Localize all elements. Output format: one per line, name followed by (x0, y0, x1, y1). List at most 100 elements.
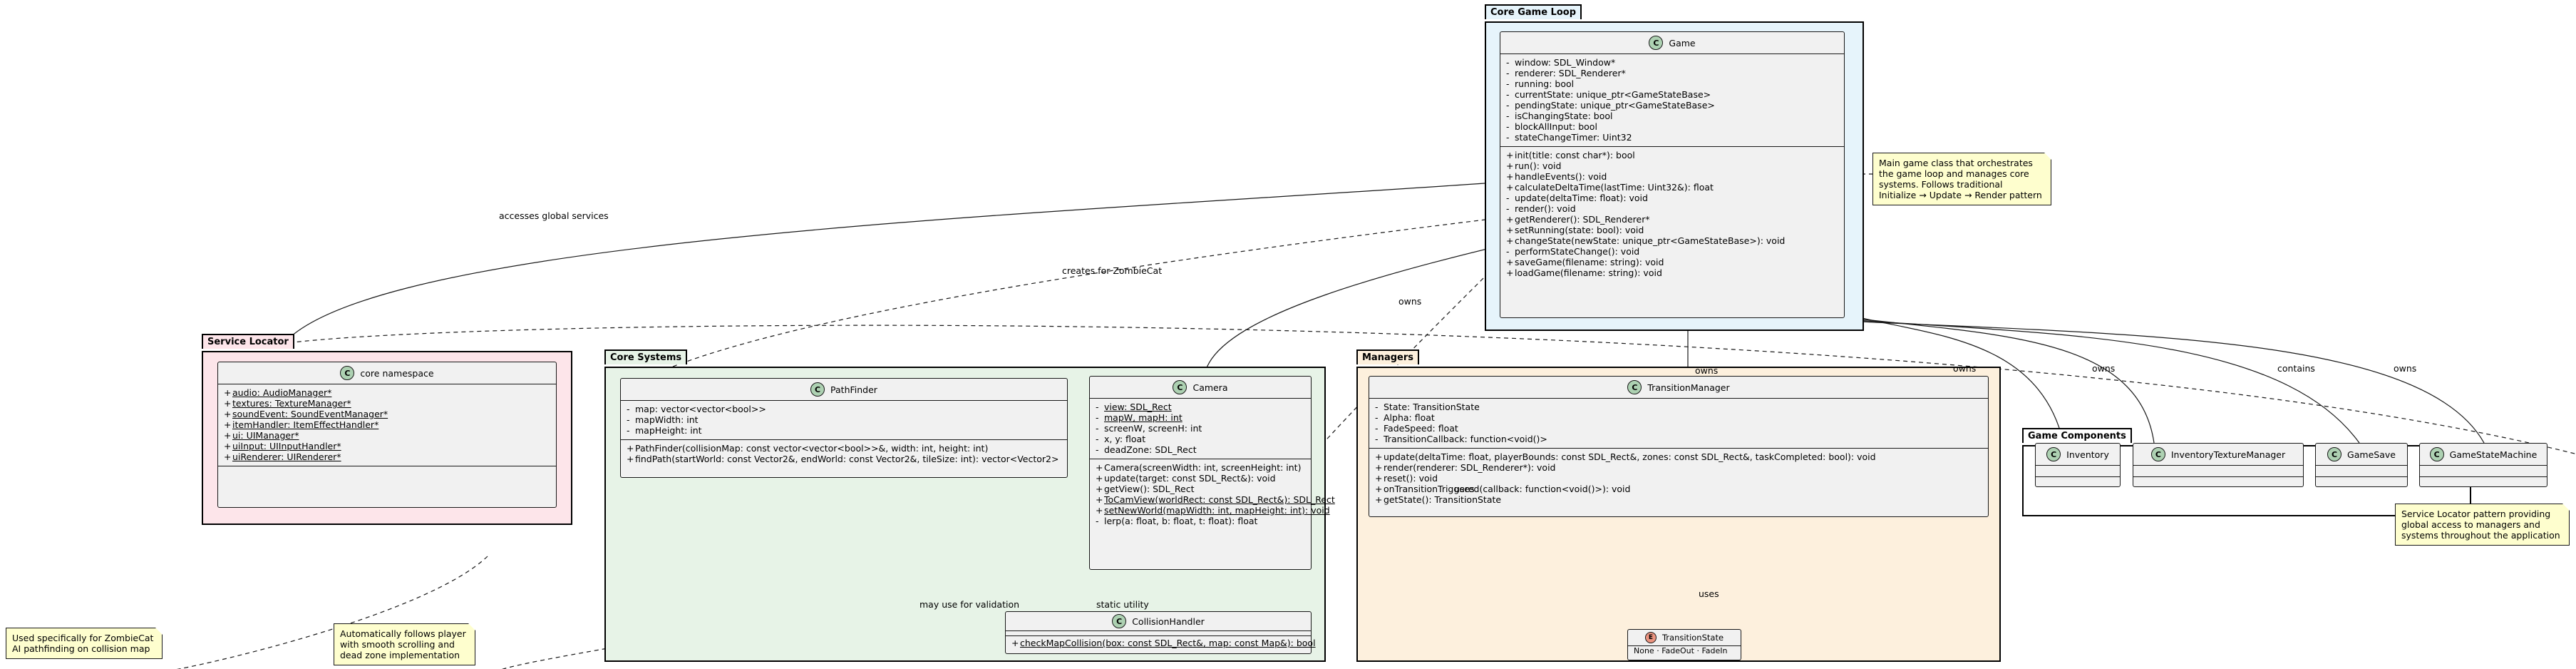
field: +itemHandler: ItemEffectHandler* (224, 419, 379, 430)
field: -window: SDL_Window* (1506, 57, 1616, 68)
method: +PathFinder(collisionMap: const vector<v… (627, 443, 989, 454)
method: +Camera(screenWidth: int, screenHeight: … (1096, 462, 1302, 473)
package-tab-managers: Managers (1356, 349, 1420, 364)
class-icon: C (2046, 447, 2061, 461)
fields-section: -view: SDL_Rect -mapW, mapH: int -screen… (1090, 398, 1311, 459)
label-uses-state: uses (1699, 588, 1719, 599)
label-static-utility: static utility (1096, 599, 1149, 610)
method: +handleEvents(): void (1506, 171, 1607, 182)
field: -mapWidth: int (627, 414, 699, 425)
field: -Alpha: float (1375, 412, 1435, 423)
collision-handler-class[interactable]: C CollisionHandler +checkMapCollision(bo… (1005, 611, 1316, 654)
methods-section: +Camera(screenWidth: int, screenHeight: … (1090, 459, 1335, 530)
label-owns-gamestatemachine: owns (2394, 363, 2417, 374)
method: +loadGame(filename: string): void (1506, 267, 1662, 278)
enum-name: TransitionState (1661, 632, 1724, 643)
method: +saveGame(filename: string): void (1506, 257, 1664, 267)
field: -isChangingState: bool (1506, 111, 1613, 121)
edge-owns-gamestatemachine (1845, 320, 2485, 444)
label-owns-transition: owns (1695, 365, 1719, 376)
methods-section: +update(deltaTime: float, playerBounds: … (1369, 448, 1988, 509)
class-header: C core namespace (218, 362, 556, 384)
method: +init(title: const char*): bool (1506, 150, 1635, 160)
fields-section (2316, 465, 2407, 476)
method: +setRunning(state: bool): void (1506, 225, 1644, 235)
method: +reset(): void (1375, 473, 1438, 484)
label-may-use-validation: may use for validation (919, 599, 1020, 610)
field: -map: vector<vector<bool>> (627, 404, 766, 414)
class-icon: C (2327, 447, 2342, 461)
field: -deadZone: SDL_Rect (1096, 444, 1197, 455)
field: -mapW, mapH: int (1096, 412, 1183, 423)
method: +setNewWorld(mapWidth: int, mapHeight: i… (1096, 505, 1330, 516)
class-header: C GameSave (2316, 444, 2407, 465)
class-core-namespace[interactable]: C core namespace +audio: AudioManager* +… (217, 362, 557, 508)
class-transition-manager[interactable]: C TransitionManager -State: TransitionSt… (1369, 376, 1989, 517)
methods-section (2316, 476, 2407, 488)
fields-section (1006, 630, 1311, 635)
field: +textures: TextureManager* (224, 398, 351, 409)
edge-creates-for-zombiecat (652, 210, 1557, 375)
class-name: PathFinder (830, 384, 877, 395)
class-header: C Camera (1090, 377, 1311, 398)
class-icon: C (2429, 447, 2444, 461)
edge-accesses-global-services (281, 178, 1557, 347)
enum-values: None · FadeOut · FadeIn (1628, 645, 1741, 656)
methods-section: +PathFinder(collisionMap: const vector<v… (621, 439, 1067, 468)
label-owns-inventory: owns (1953, 363, 1977, 374)
method: -lerp(a: float, b: float, t: float): flo… (1096, 516, 1258, 526)
class-icon: C (1173, 380, 1187, 394)
fields-section (2133, 465, 2303, 476)
field: -renderer: SDL_Renderer* (1506, 68, 1626, 78)
label-creates-for-zombiecat: creates for ZombieCat (1062, 265, 1163, 276)
methods-section: +checkMapCollision(box: const SDL_Rect&,… (1006, 635, 1316, 650)
field: -State: TransitionState (1375, 402, 1480, 412)
class-name: Game (1669, 37, 1696, 48)
enum-header: E TransitionState (1628, 630, 1741, 645)
field: -screenW, screenH: int (1096, 423, 1202, 434)
field: -FadeSpeed: float (1375, 423, 1458, 434)
label-owns-inventory-texture: owns (2092, 363, 2116, 374)
class-header: C Game (1500, 32, 1844, 53)
field: +audio: AudioManager* (224, 387, 332, 398)
class-name: GameSave (2347, 449, 2396, 460)
methods-section (2036, 476, 2120, 488)
class-name: core namespace (360, 367, 434, 379)
field: -mapHeight: int (627, 425, 702, 436)
edge-pathfinder-note (176, 556, 488, 669)
class-name: Camera (1192, 382, 1228, 393)
method: +findPath(startWorld: const Vector2&, en… (627, 454, 1059, 464)
class-game[interactable]: C Game -window: SDL_Window* -renderer: S… (1500, 31, 1845, 318)
field: +uiInput: UIInputHandler* (224, 441, 341, 451)
package-tab-core-systems: Core Systems (604, 349, 688, 364)
class-camera[interactable]: C Camera -view: SDL_Rect -mapW, mapH: in… (1089, 376, 1335, 570)
class-header: C PathFinder (621, 379, 1067, 400)
field: -currentState: unique_ptr<GameStateBase> (1506, 89, 1711, 100)
class-name: TransitionManager (1647, 382, 1730, 393)
field: -x, y: float (1096, 434, 1146, 444)
edge-locator-note (281, 325, 2576, 455)
method: -update(deltaTime: float): void (1506, 193, 1648, 203)
method: +render(renderer: SDL_Renderer*): void (1375, 462, 1556, 473)
package-tab-core-game-loop: Core Game Loop (1485, 4, 1582, 19)
method: +checkMapCollision(box: const SDL_Rect&,… (1011, 638, 1316, 648)
method: -render(): void (1506, 203, 1576, 214)
edge-contains-gamesave (1845, 319, 2360, 444)
enum-transition-state[interactable]: E TransitionState None · FadeOut · FadeI… (1627, 629, 1741, 660)
fields-section (2036, 465, 2120, 476)
method: -performStateChange(): void (1506, 246, 1640, 257)
method: +calculateDeltaTime(lastTime: Uint32&): … (1506, 182, 1714, 193)
class-game-save[interactable]: C GameSave (2315, 443, 2408, 487)
method: +onTransitionTriggered(callback: functio… (1375, 484, 1631, 494)
field: -running: bool (1506, 78, 1575, 89)
fields-section: -map: vector<vector<bool>> -mapWidth: in… (621, 400, 1067, 439)
class-pathfinder[interactable]: C PathFinder -map: vector<vector<bool>> … (620, 378, 1068, 478)
class-name: InventoryTextureManager (2170, 449, 2286, 460)
method: +changeState(newState: unique_ptr<GameSt… (1506, 235, 1786, 246)
